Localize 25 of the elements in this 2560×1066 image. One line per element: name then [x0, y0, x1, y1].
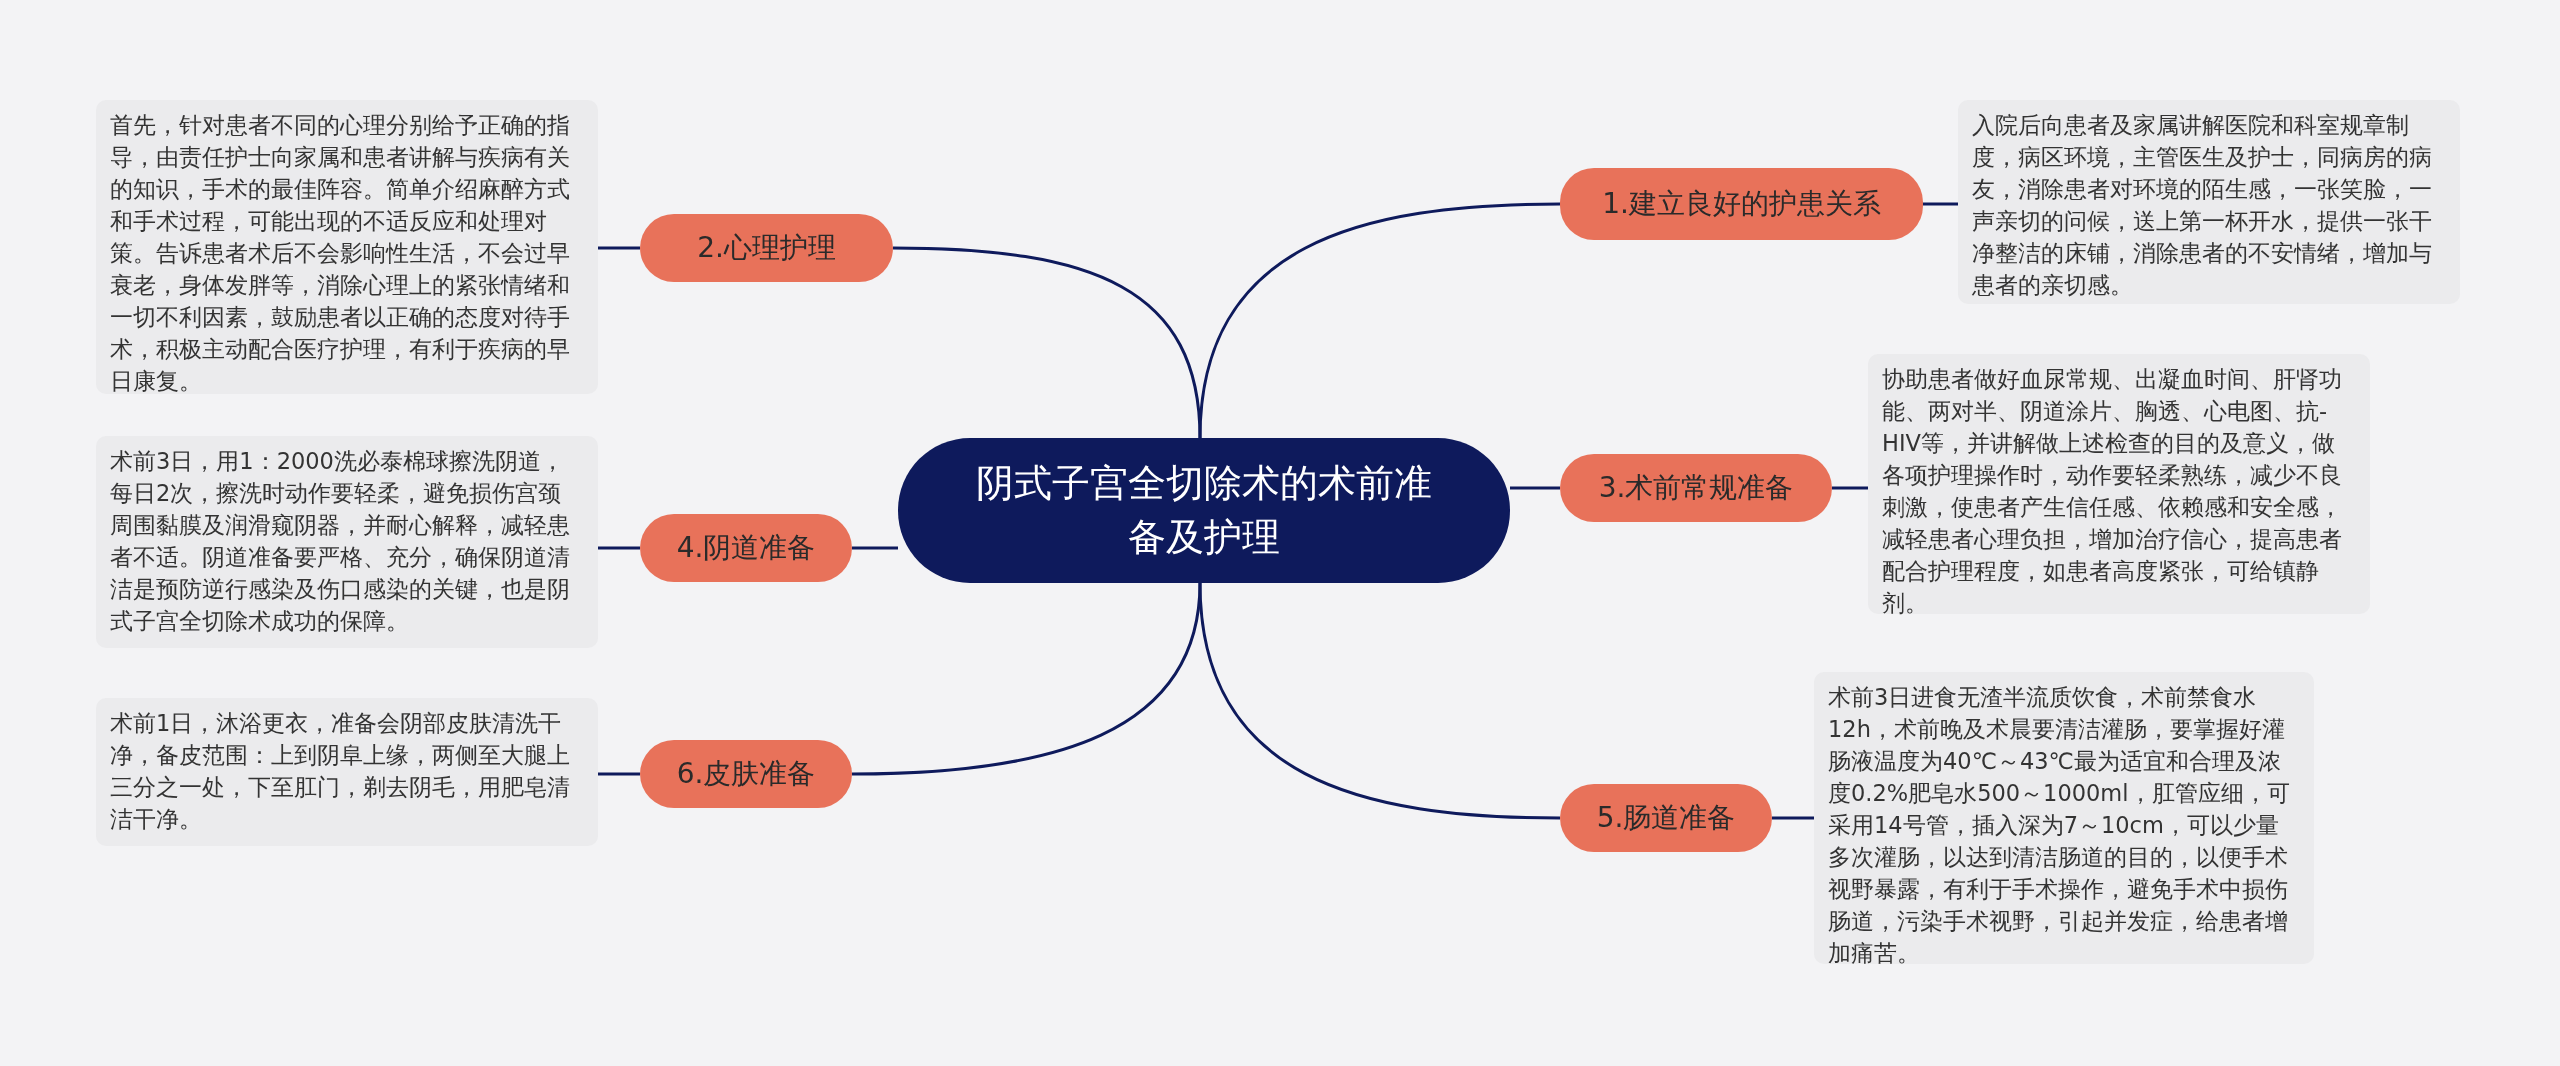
connector-line — [598, 246, 640, 250]
central-topic-box: 阴式子宫全切除术的术前准备及护理 — [898, 438, 1510, 583]
connector-line — [892, 246, 1202, 439]
connector-line — [1832, 486, 1868, 490]
note-card: 术前3日进食无渣半流质饮食，术前禁食水12h，术前晚及术晨要清洁灌肠，要掌握好灌肠液温度为40℃～43℃最为适宜和合理及浓度0.2%肥皂水500～1000ml，肛管应细，可采用14号管，插入深为7～10cm，可以少量多次灌肠，以达到清洁肠道的目的，以便手术视野暴露，有利于手术操作，避免手术中损伤肠道，污染手术视野，引起并发症，给患者增加痛苦。 — [1814, 672, 2314, 964]
topic-box: 1.建立良好的护患关系 — [1560, 168, 1923, 240]
connector-line — [1772, 816, 1814, 820]
connector-line — [598, 772, 640, 776]
topic-box: 6.皮肤准备 — [640, 740, 852, 808]
connector-line — [1198, 202, 1561, 439]
note-card: 术前1日，沐浴更衣，准备会阴部皮肤清洗干净，备皮范围：上到阴阜上缘，两侧至大腿上三分之一处，下至肛门，剃去阴毛，用肥皂清洁干净。 — [96, 698, 598, 846]
note-card: 术前3日，用1：2000洗必泰棉球擦洗阴道，每日2次，擦洗时动作要轻柔，避免损伤宫颈周围黏膜及润滑窥阴器，并耐心解释，减轻患者不适。阴道准备要严格、充分，确保阴道清洁是预防逆行感染及伤口感染的关键，也是阴式子宫全切除术成功的保障。 — [96, 436, 598, 648]
topic-box: 4.阴道准备 — [640, 514, 852, 582]
note-card: 入院后向患者及家属讲解医院和科室规章制度，病区环境，主管医生及护士，同病房的病友，消除患者对环境的陌生感，一张笑脸，一声亲切的问候，送上第一杯开水，提供一张干净整洁的床铺，消除患者的不安情绪，增加与患者的亲切感。 — [1958, 100, 2460, 304]
topic-box: 3.术前常规准备 — [1560, 454, 1832, 522]
topic-box: 2.心理护理 — [640, 214, 893, 282]
connector-line — [851, 582, 1202, 776]
connector-line — [1198, 582, 1561, 820]
note-card: 首先，针对患者不同的心理分别给予正确的指导，由责任护士向家属和患者讲解与疾病有关的知识，手术的最佳阵容。简单介绍麻醉方式和手术过程，可能出现的不适反应和处理对策。告诉患者术后不会影响性生活，不会过早衰老，身体发胖等，消除心理上的紧张情绪和一切不利因素，鼓励患者以正确的态度对待手术，积极主动配合医疗护理，有利于疾病的早日康复。 — [96, 100, 598, 394]
connector-line — [852, 546, 898, 550]
connector-line — [598, 546, 640, 550]
topic-box: 5.肠道准备 — [1560, 784, 1772, 852]
connector-line — [1923, 202, 1958, 206]
connector-line — [1510, 486, 1560, 490]
note-card: 协助患者做好血尿常规、出凝血时间、肝肾功能、两对半、阴道涂片、胸透、心电图、抗-HIV等，并讲解做上述检查的目的及意义，做各项护理操作时，动作要轻柔熟练，减少不良刺激，使患者产生信任感、依赖感和安全感，减轻患者心理负担，增加治疗信心，提高患者配合护理程度，如患者高度紧张，可给镇静剂。 — [1868, 354, 2370, 614]
